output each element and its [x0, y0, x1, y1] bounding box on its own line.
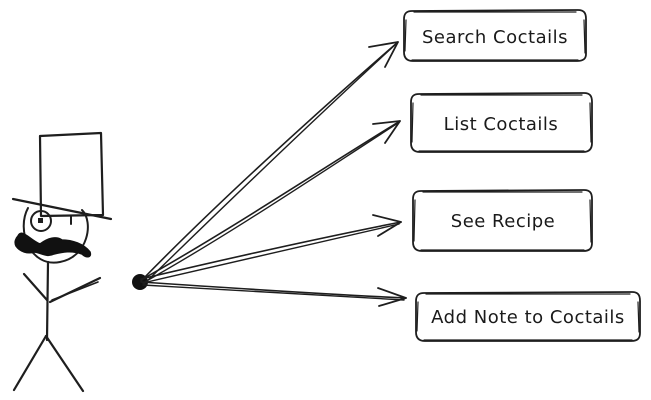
use-case-list: List Coctails — [410, 92, 593, 153]
top-hat-brim — [11, 197, 113, 221]
use-case-search: Search Coctails — [403, 9, 587, 62]
left-arm — [22, 272, 49, 302]
arrow-list-line-2 — [142, 122, 399, 284]
use-case-label: See Recipe — [451, 211, 555, 232]
use-case-box-sketch — [413, 191, 592, 251]
arrow-note-line-2 — [142, 284, 405, 301]
top-hat-crown — [38, 131, 105, 218]
monocle-icon — [30, 210, 52, 232]
right-leg — [44, 334, 85, 393]
use-case-add-note: Add Note to Coctails — [415, 291, 641, 342]
use-case-box-sketch — [411, 94, 592, 152]
arrows — [140, 41, 407, 307]
arrow-search-head — [368, 41, 399, 68]
use-case-recipe: See Recipe — [412, 189, 593, 252]
use-case-label: Search Coctails — [422, 27, 568, 48]
use-case-box — [412, 189, 593, 252]
arrow-recipe-head — [372, 214, 402, 237]
arrow-list-line — [140, 120, 401, 281]
arrow-search-line — [140, 41, 399, 282]
use-case-box-sketch — [404, 11, 586, 61]
use-case-box — [403, 9, 587, 62]
arrow-note-head — [377, 287, 407, 307]
actor-stick-figure-icon — [11, 131, 113, 393]
arrow-recipe-line — [140, 221, 402, 280]
use-case-label: Add Note to Coctails — [431, 307, 625, 328]
arrow-note-line — [140, 281, 407, 299]
head-outline — [22, 207, 89, 264]
arrow-search-line-2 — [143, 43, 397, 285]
use-case-box — [415, 291, 641, 342]
arrow-recipe-line-2 — [142, 223, 400, 284]
right-arm-sketch — [51, 281, 99, 301]
monocle-pupil — [38, 218, 43, 223]
body-line — [45, 260, 50, 342]
left-leg — [12, 334, 48, 392]
arrow-list-head — [372, 120, 401, 144]
use-case-box-sketch — [416, 293, 640, 341]
use-case-box — [410, 92, 593, 153]
mustache-icon — [14, 232, 92, 258]
use-case-label: List Coctails — [444, 114, 559, 135]
